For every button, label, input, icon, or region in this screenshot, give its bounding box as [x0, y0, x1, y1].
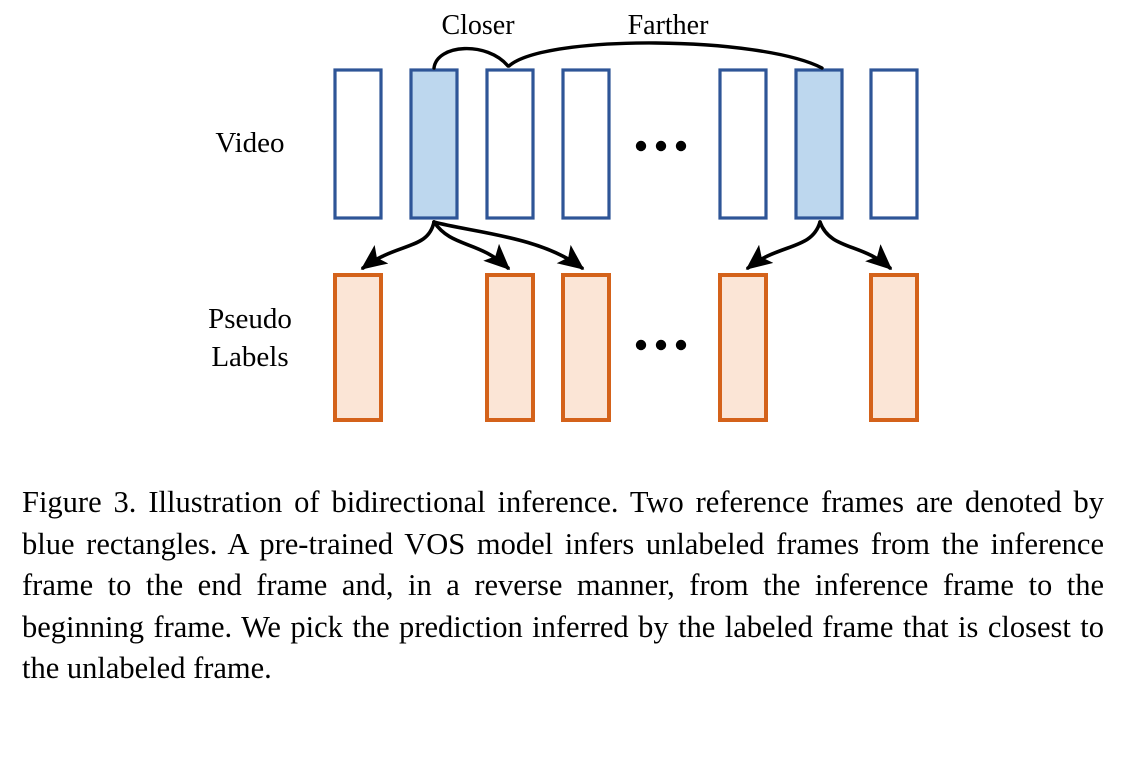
inference-arrow-left-1	[360, 220, 436, 270]
video-frame-5	[718, 68, 768, 220]
figure-caption-text: Figure 3. Illustration of bidirectional …	[22, 485, 1104, 685]
pseudo-label-3	[561, 273, 611, 422]
figure-diagram: Video Pseudo Labels Closer Farther	[208, 10, 919, 422]
video-row-label: Video	[215, 127, 285, 159]
inference-arrow-left-2	[432, 220, 511, 270]
video-frame-7	[869, 68, 919, 220]
video-frame-2-reference	[409, 68, 459, 220]
farther-arc	[507, 41, 824, 70]
pseudo-label-2	[485, 273, 535, 422]
video-row-ellipsis-icon	[635, 140, 687, 152]
figure-caption: Figure 3. Illustration of bidirectional …	[22, 482, 1104, 690]
pseudo-label-5	[869, 273, 919, 422]
video-frame-4	[561, 68, 611, 220]
closer-arc	[432, 46, 510, 70]
video-frame-1	[333, 68, 383, 220]
video-frame-6-reference	[794, 68, 844, 220]
inference-arrow-right-1	[745, 220, 822, 270]
pseudo-label-row	[333, 273, 919, 422]
pseudo-label-1	[333, 273, 383, 422]
inference-arrows-right	[745, 220, 893, 270]
pseudo-labels-row-label: Pseudo Labels	[208, 303, 292, 373]
inference-arrow-left-3	[432, 220, 585, 270]
closer-arc-label: Closer	[441, 10, 515, 41]
inference-arrow-right-2	[818, 220, 893, 270]
video-frame-3	[485, 68, 535, 220]
video-frame-row	[333, 68, 919, 220]
figure-svg	[333, 41, 919, 422]
pseudo-row-ellipsis-icon	[635, 339, 687, 351]
inference-arrows-left	[360, 220, 585, 270]
pseudo-label-4	[718, 273, 768, 422]
farther-arc-label: Farther	[627, 10, 709, 41]
